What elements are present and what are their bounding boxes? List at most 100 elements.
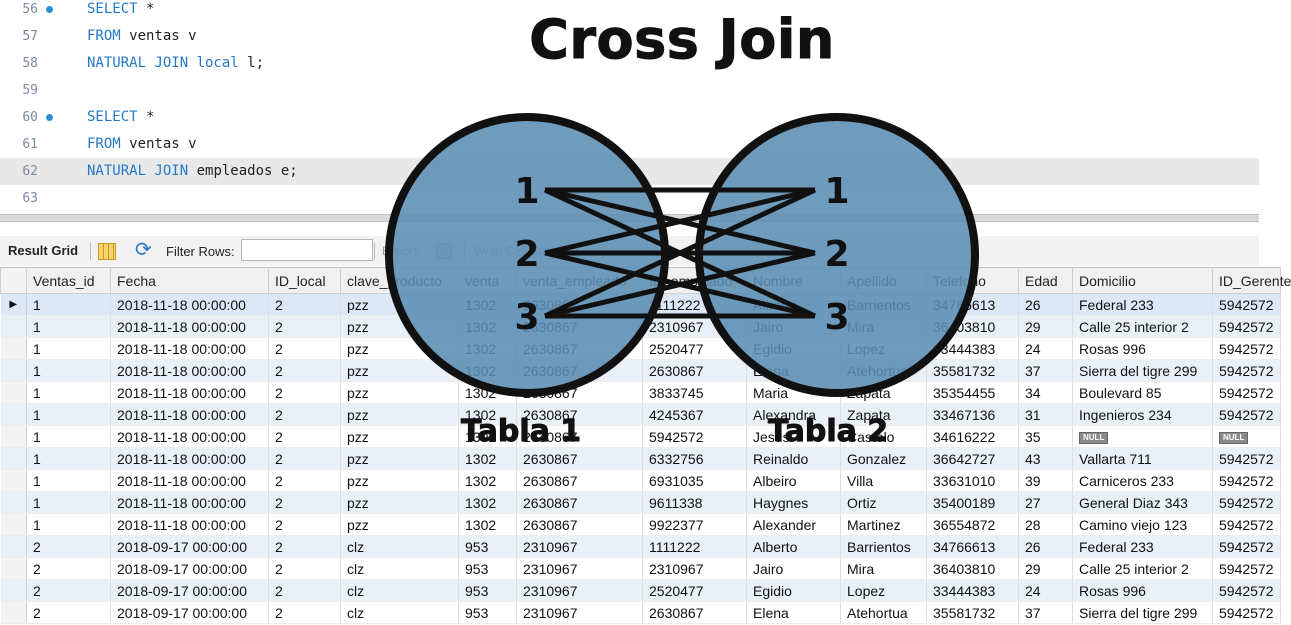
table-cell[interactable]: 1302 [458,469,517,492]
table-cell[interactable]: 1 [26,315,111,338]
table-cell[interactable]: 5942572 [1212,381,1281,404]
table-cell[interactable]: 1 [26,513,111,536]
table-cell[interactable]: 33444383 [926,579,1019,602]
grid-view-icon[interactable] [98,243,116,260]
table-cell[interactable]: Atehortua [840,359,927,382]
table-cell[interactable]: 5942572 [1212,535,1281,558]
table-cell[interactable]: 2310967 [516,601,643,624]
table-cell[interactable]: Haygnes [746,491,841,514]
table-cell[interactable]: 4245367 [642,403,747,426]
table-cell[interactable]: pzz [340,513,459,536]
table-cell[interactable]: Jairo [746,557,841,580]
table-cell[interactable]: 5942572 [1212,579,1281,602]
table-cell[interactable]: 2018-09-17 00:00:00 [110,535,269,558]
table-cell[interactable]: 2018-11-18 00:00:00 [110,293,269,316]
table-cell[interactable]: Jesus [746,425,841,448]
table-cell[interactable]: 1302 [458,381,517,404]
table-cell[interactable]: 2630867 [516,315,643,338]
column-header[interactable]: Telefono [926,267,1019,294]
table-cell[interactable]: pzz [340,337,459,360]
table-cell[interactable]: 2018-11-18 00:00:00 [110,359,269,382]
table-cell[interactable]: 1 [26,425,111,448]
row-selector[interactable] [0,601,27,624]
table-cell[interactable]: 1302 [458,425,517,448]
table-cell[interactable]: 1111222 [642,535,747,558]
column-header[interactable]: Ventas_id [26,267,111,294]
table-cell[interactable]: Federal 233 [1072,293,1213,316]
table-cell[interactable]: Jairo [746,315,841,338]
table-cell[interactable]: 2 [268,447,341,470]
table-cell[interactable]: 2018-11-18 00:00:00 [110,315,269,338]
table-cell[interactable]: 2 [26,535,111,558]
table-cell[interactable]: 2630867 [516,337,643,360]
table-cell[interactable]: 1302 [458,337,517,360]
editor-splitter[interactable] [0,214,1259,222]
table-cell[interactable]: Reinaldo [746,447,841,470]
table-cell[interactable]: 33631010 [926,469,1019,492]
table-cell[interactable]: 2 [26,557,111,580]
table-cell[interactable]: 1 [26,403,111,426]
table-cell[interactable]: 953 [458,579,517,602]
table-cell[interactable]: Calle 25 interior 2 [1072,557,1213,580]
table-cell[interactable]: 35354455 [926,381,1019,404]
table-cell[interactable]: 26 [1018,535,1073,558]
table-cell[interactable]: pzz [340,381,459,404]
table-cell[interactable]: 2630867 [516,359,643,382]
table-cell[interactable]: 33444383 [926,337,1019,360]
row-selector[interactable] [0,557,27,580]
table-cell[interactable]: 27 [1018,491,1073,514]
table-cell[interactable]: 2520477 [642,337,747,360]
table-cell[interactable]: 29 [1018,315,1073,338]
table-cell[interactable]: Gonzalez [840,447,927,470]
column-header[interactable]: Domicilio [1072,267,1213,294]
table-cell[interactable]: Boulevard 85 [1072,381,1213,404]
table-cell[interactable]: 2630867 [516,491,643,514]
table-cell[interactable]: 2630867 [516,425,643,448]
column-header[interactable]: Nombre [746,267,841,294]
table-cell[interactable]: 953 [458,557,517,580]
table-cell[interactable]: 1 [26,337,111,360]
table-cell[interactable]: 36403810 [926,315,1019,338]
table-cell[interactable]: 5942572 [1212,469,1281,492]
table-cell[interactable]: 5942572 [1212,447,1281,470]
table-cell[interactable]: Sierra del tigre 299 [1072,601,1213,624]
row-selector[interactable] [0,447,27,470]
table-cell[interactable]: Alberto [746,535,841,558]
table-cell[interactable]: NULL [1072,425,1213,448]
table-cell[interactable]: 2 [268,579,341,602]
table-cell[interactable]: 1302 [458,359,517,382]
filter-rows-input[interactable] [241,239,373,261]
table-cell[interactable]: pzz [340,491,459,514]
table-cell[interactable]: 5942572 [1212,513,1281,536]
column-header[interactable]: venta_empleado [516,267,643,294]
table-cell[interactable]: Mira [840,557,927,580]
column-header[interactable]: clave_producto [340,267,459,294]
table-cell[interactable]: Alexandra [746,403,841,426]
row-selector[interactable] [0,381,27,404]
table-cell[interactable]: 36554872 [926,513,1019,536]
table-cell[interactable]: 5942572 [1212,601,1281,624]
table-cell[interactable]: 953 [458,535,517,558]
column-header[interactable]: ID_Gerente [1212,267,1291,294]
table-cell[interactable]: 2310967 [642,315,747,338]
table-cell[interactable]: 6931035 [642,469,747,492]
table-cell[interactable]: 36642727 [926,447,1019,470]
table-cell[interactable]: Barrientos [840,293,927,316]
table-cell[interactable]: General Diaz 343 [1072,491,1213,514]
row-selector[interactable] [0,315,27,338]
table-cell[interactable]: Alexander [746,513,841,536]
table-cell[interactable]: 2630867 [516,293,643,316]
table-cell[interactable]: Maria [746,381,841,404]
table-cell[interactable]: 1302 [458,513,517,536]
table-cell[interactable]: 3833745 [642,381,747,404]
export-icon[interactable] [436,243,452,259]
